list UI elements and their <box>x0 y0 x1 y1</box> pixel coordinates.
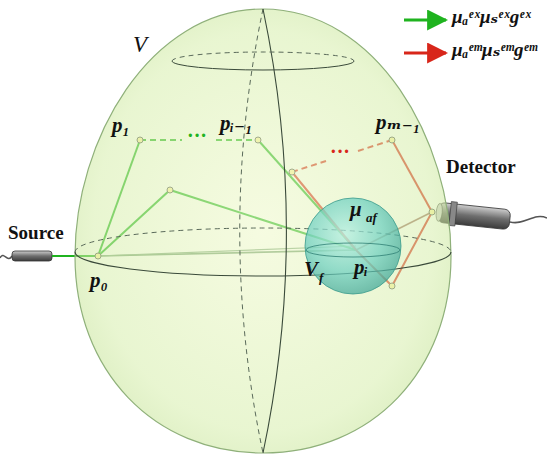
fluorescent-target: μafVf pᵢ <box>304 197 402 295</box>
source-cable <box>0 255 12 258</box>
target-sphere <box>305 198 401 294</box>
legend-arrow <box>404 52 446 55</box>
source-probe <box>12 251 52 261</box>
absorption-symbol: μ <box>350 197 362 221</box>
source-label: Source <box>8 222 64 244</box>
back-latitude <box>172 52 354 61</box>
legend-text: μₐᵉᵐμₛᵉᵐgᵉᵐ <box>452 39 537 61</box>
detector-cable <box>510 216 547 222</box>
point-label: pᵢ <box>354 255 368 279</box>
ellipsis: ··· <box>187 124 207 147</box>
detector-label: Detector <box>446 156 516 178</box>
absorption-subscript: af <box>366 211 377 226</box>
point-label: pₘ₋₁ <box>376 110 420 134</box>
detector-ring <box>449 202 457 226</box>
tissue-volume: μafVfpᵢV <box>72 6 454 456</box>
front-meridian <box>263 9 286 453</box>
volume-label: V <box>133 32 147 58</box>
front-latitude <box>172 61 354 70</box>
back-meridian <box>240 9 263 453</box>
ellipsis: ··· <box>330 140 350 163</box>
legend-arrow <box>404 19 446 22</box>
volume-surface <box>75 9 451 453</box>
volume-symbol: V <box>304 257 318 281</box>
legend-text: μₐᵉˣμₛᵉˣgᵉˣ <box>452 6 531 28</box>
point-label: p₀ <box>90 268 108 292</box>
point-label: p₁ <box>112 113 130 137</box>
sphere-equator <box>306 243 400 257</box>
volume-subscript: f <box>319 271 323 286</box>
point-label: pᵢ₋₁ <box>220 111 252 135</box>
